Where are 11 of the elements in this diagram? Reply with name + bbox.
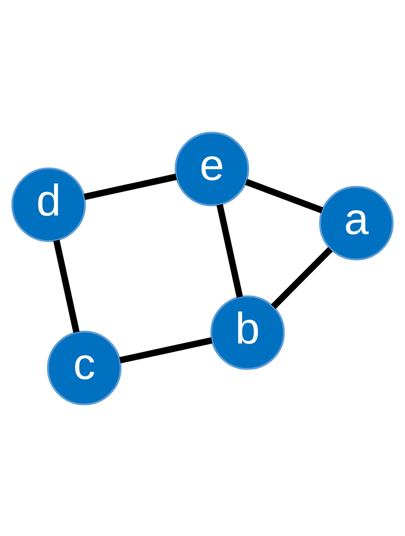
node-circle: a <box>319 185 394 260</box>
connector <box>271 246 333 308</box>
connector <box>84 173 177 200</box>
node-circle: d <box>11 166 86 242</box>
connector <box>119 336 212 363</box>
node-circle: b <box>210 294 285 370</box>
connector <box>53 239 80 332</box>
connector <box>245 178 324 213</box>
connector <box>216 204 243 298</box>
node-circle: c <box>47 330 122 405</box>
node-circle: e <box>174 131 250 206</box>
